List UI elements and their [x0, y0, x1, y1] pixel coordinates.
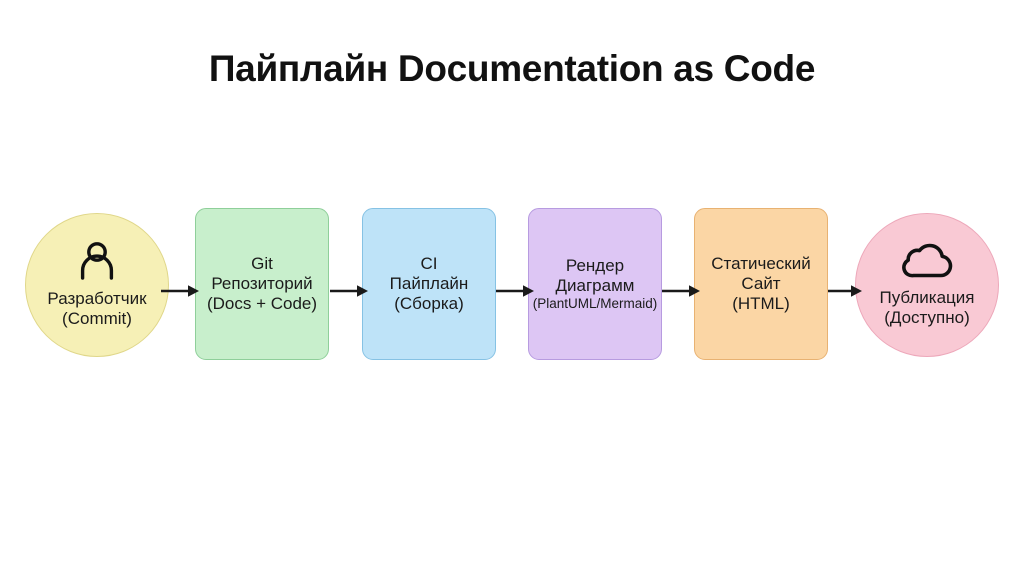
arrow-render-to-site	[662, 284, 702, 298]
node-git-line-2: Репозиторий	[211, 273, 313, 293]
node-ci-line-2: Пайплайн	[389, 273, 469, 293]
node-git-line-1: Git	[251, 253, 273, 273]
pipeline-flow: Разработчик (Commit) Git Репозиторий (Do…	[0, 205, 1024, 365]
node-developer[interactable]: Разработчик (Commit)	[25, 213, 169, 357]
node-render-line-3: (PlantUML/Mermaid)	[532, 296, 658, 312]
arrow-developer-to-git	[161, 284, 201, 298]
node-publish-line-2: (Доступно)	[884, 307, 970, 327]
node-render-line-2: Диаграмм	[555, 276, 635, 296]
node-render-diagrams[interactable]: Рендер Диаграмм (PlantUML/Mermaid)	[528, 208, 662, 360]
person-icon	[77, 241, 117, 287]
arrow-ci-to-render	[496, 284, 536, 298]
arrow-site-to-publication	[828, 284, 868, 298]
node-ci-line-1: CI	[420, 253, 438, 273]
node-developer-line-1: Разработчик	[47, 288, 147, 308]
arrow-git-to-ci	[330, 284, 370, 298]
node-render-line-1: Рендер	[565, 255, 625, 275]
node-git-line-3: (Docs + Code)	[206, 294, 318, 314]
node-developer-line-2: (Commit)	[62, 308, 132, 328]
node-site-line-3: (HTML)	[732, 294, 790, 314]
node-git-repository[interactable]: Git Репозиторий (Docs + Code)	[195, 208, 329, 360]
node-site-line-2: Сайт	[741, 273, 781, 293]
node-publish-line-1: Публикация	[879, 287, 975, 307]
node-publication[interactable]: Публикация (Доступно)	[855, 213, 999, 357]
node-ci-line-3: (Сборка)	[394, 294, 464, 314]
node-site-line-1: Статический	[711, 253, 811, 273]
node-ci-pipeline[interactable]: CI Пайплайн (Сборка)	[362, 208, 496, 360]
cloud-icon	[899, 242, 955, 286]
page-title: Пайплайн Documentation as Code	[208, 48, 816, 89]
node-static-site[interactable]: Статический Сайт (HTML)	[694, 208, 828, 360]
